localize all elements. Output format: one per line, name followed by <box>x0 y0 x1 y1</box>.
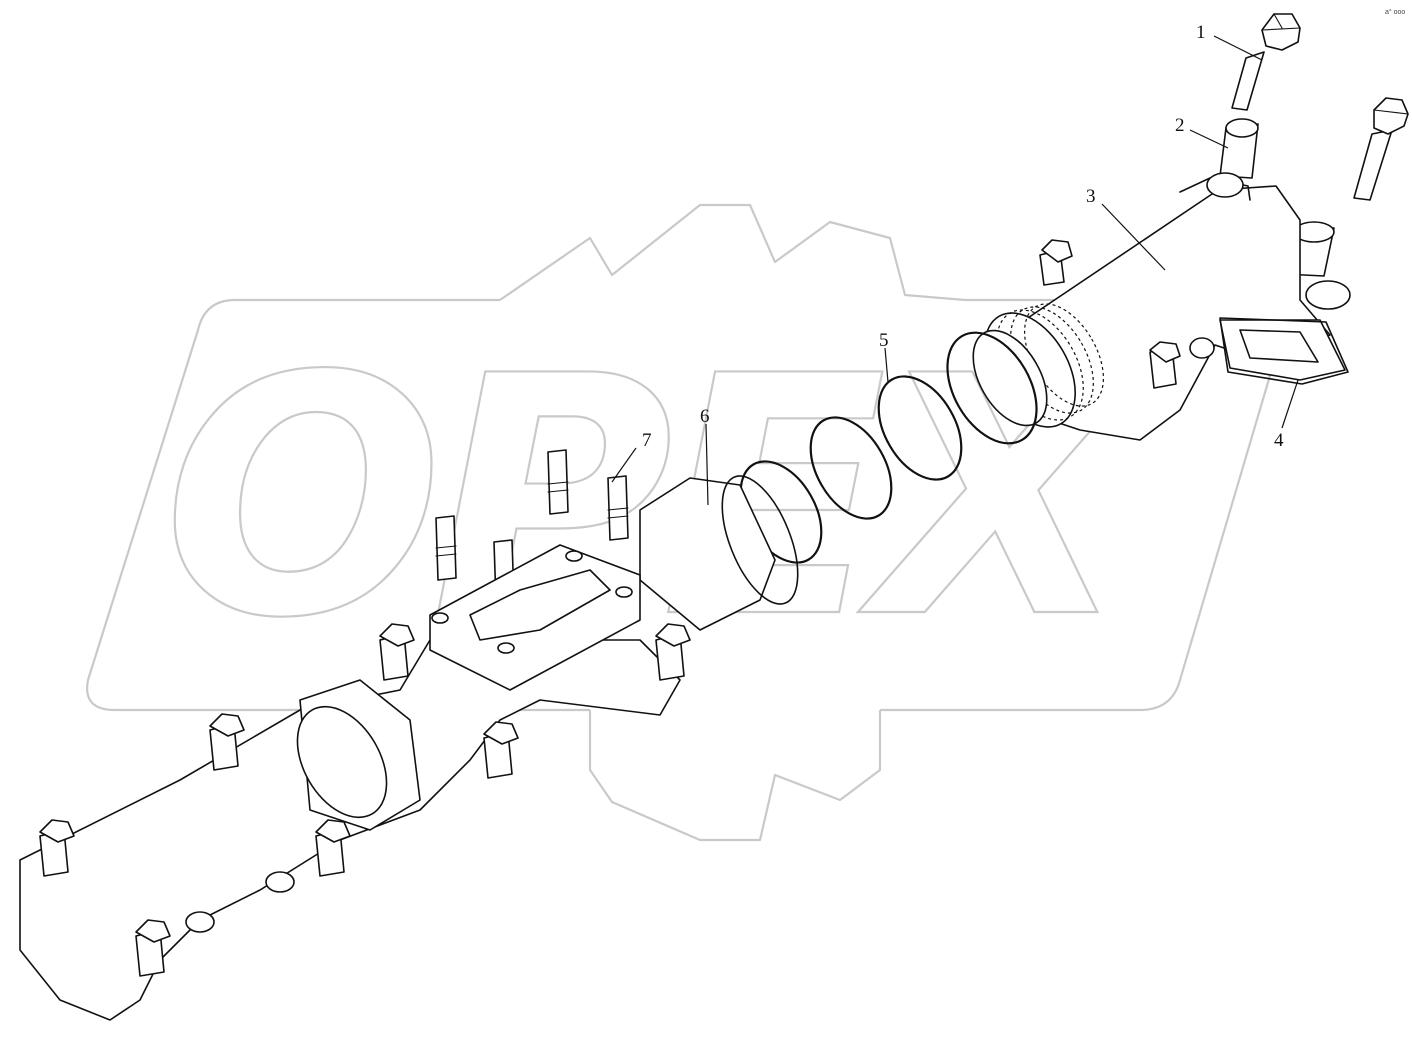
seal-rings-part-5 <box>739 331 1038 564</box>
gasket-part-4 <box>1219 317 1349 385</box>
callout-5: 5 <box>879 330 889 351</box>
leader-5 <box>884 347 889 383</box>
leader-4 <box>1281 379 1299 429</box>
bolt-right <box>1353 97 1409 201</box>
spacer-sleeve-part-2 <box>1219 118 1259 179</box>
bolt-part-1 <box>1231 13 1301 111</box>
leader-2 <box>1189 129 1229 149</box>
callout-labels: 1 2 3 4 5 6 7 <box>642 22 1284 451</box>
watermark-gear-outline <box>86 203 1285 842</box>
callout-7: 7 <box>642 430 652 451</box>
leader-6 <box>705 423 709 506</box>
manifold-section-left <box>19 544 691 1021</box>
callout-6: 6 <box>700 406 710 427</box>
callout-1: 1 <box>1196 22 1206 43</box>
sleeve-part-6 <box>639 475 799 631</box>
callout-3: 3 <box>1086 186 1096 207</box>
leader-3 <box>1101 203 1166 271</box>
callout-2: 2 <box>1175 115 1185 136</box>
leader-1 <box>1213 35 1263 61</box>
leader-lines <box>611 35 1299 506</box>
leader-7 <box>611 447 637 483</box>
corner-mark: a° ooo <box>1385 8 1405 16</box>
manifold-section-part-3 <box>972 172 1351 441</box>
callout-4: 4 <box>1274 430 1284 451</box>
